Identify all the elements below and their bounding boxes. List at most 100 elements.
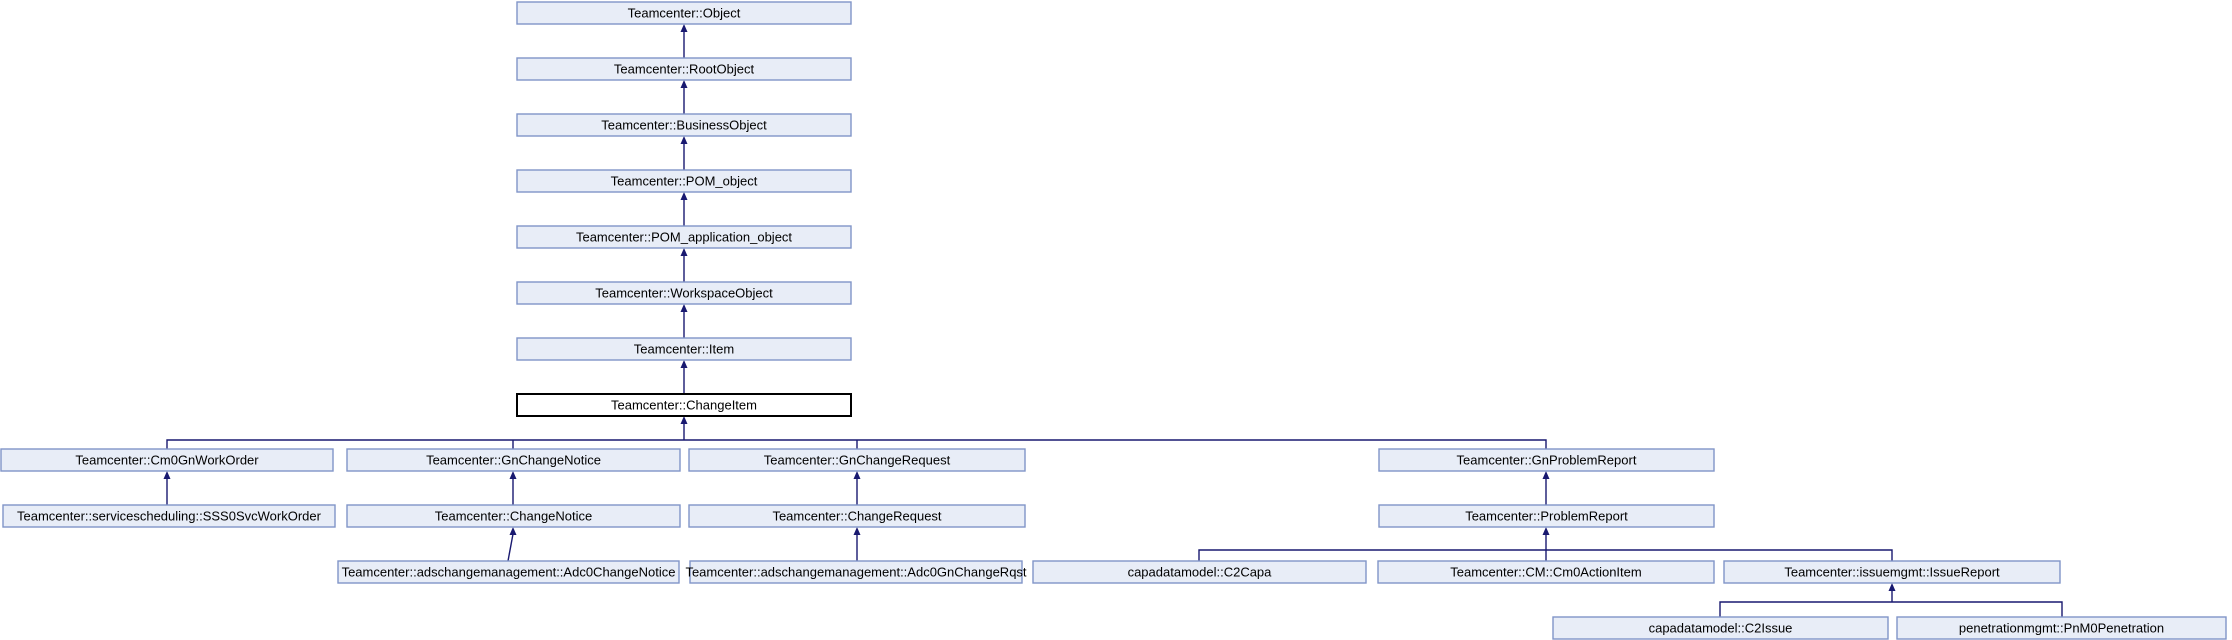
arrowhead-up-icon <box>509 527 517 535</box>
class-node-label: Teamcenter::issuemgmt::IssueReport <box>1784 565 2000 580</box>
class-node-teamcenter-changerequest[interactable]: Teamcenter::ChangeRequest <box>688 504 1026 528</box>
class-node-teamcenter-cm0gnworkorder[interactable]: Teamcenter::Cm0GnWorkOrder <box>0 448 334 472</box>
class-node-box[interactable] <box>346 448 681 472</box>
inheritance-edge <box>680 416 688 440</box>
arrowhead-up-icon <box>1888 583 1896 591</box>
class-node-teamcenter-adschangemanagement-adc0changenotice[interactable]: Teamcenter::adschangemanagement::Adc0Cha… <box>337 560 680 584</box>
class-node-label: Teamcenter::GnProblemReport <box>1457 453 1637 468</box>
class-node-label: Teamcenter::Item <box>634 342 734 357</box>
class-node-label: capadatamodel::C2Capa <box>1128 565 1273 580</box>
inheritance-edge <box>1542 527 1550 550</box>
class-node-box[interactable] <box>1378 448 1715 472</box>
class-node-label: Teamcenter::Cm0GnWorkOrder <box>75 453 259 468</box>
arrowhead-up-icon <box>680 360 688 368</box>
class-node-label: Teamcenter::GnChangeNotice <box>426 453 601 468</box>
class-node-label: Teamcenter::BusinessObject <box>601 118 767 133</box>
class-node-teamcenter-changenotice[interactable]: Teamcenter::ChangeNotice <box>346 504 681 528</box>
class-node-teamcenter-issuemgmt-issuereport[interactable]: Teamcenter::issuemgmt::IssueReport <box>1723 560 2061 584</box>
class-node-capadatamodel-c2capa[interactable]: capadatamodel::C2Capa <box>1032 560 1367 584</box>
class-node-box[interactable] <box>516 57 852 81</box>
class-node-teamcenter-workspaceobject[interactable]: Teamcenter::WorkspaceObject <box>516 281 852 305</box>
class-node-box[interactable] <box>1896 616 2227 640</box>
inheritance-edge <box>680 24 688 58</box>
arrowhead-up-icon <box>680 24 688 32</box>
inheritance-edge <box>680 248 688 282</box>
arrowhead-up-icon <box>1542 527 1550 535</box>
class-node-teamcenter-adschangemanagement-adc0gnchangerqst[interactable]: Teamcenter::adschangemanagement::Adc0GnC… <box>685 560 1027 584</box>
inheritance-edge <box>680 304 688 338</box>
class-node-teamcenter-pom-application-object[interactable]: Teamcenter::POM_application_object <box>516 225 852 249</box>
class-node-label: Teamcenter::ChangeRequest <box>772 509 941 524</box>
class-node-box[interactable] <box>689 560 1023 584</box>
class-node-box[interactable] <box>516 337 852 361</box>
class-node-label: Teamcenter::servicescheduling::SSS0SvcWo… <box>17 509 322 524</box>
class-node-box[interactable] <box>688 448 1026 472</box>
inheritance-edge <box>680 192 688 226</box>
class-node-teamcenter-gnproblemreport[interactable]: Teamcenter::GnProblemReport <box>1378 448 1715 472</box>
class-node-label: Teamcenter::POM_object <box>611 174 758 189</box>
inheritance-edge <box>680 136 688 170</box>
class-node-teamcenter-gnchangerequest[interactable]: Teamcenter::GnChangeRequest <box>688 448 1026 472</box>
class-node-teamcenter-cm-cm0actionitem[interactable]: Teamcenter::CM::Cm0ActionItem <box>1377 560 1715 584</box>
class-node-box[interactable] <box>1378 504 1715 528</box>
class-node-label: Teamcenter::ChangeNotice <box>435 509 593 524</box>
class-node-teamcenter-item[interactable]: Teamcenter::Item <box>516 337 852 361</box>
class-node-box[interactable] <box>516 1 852 25</box>
inheritance-edge-line <box>507 533 514 562</box>
class-node-teamcenter-problemreport[interactable]: Teamcenter::ProblemReport <box>1378 504 1715 528</box>
class-node-teamcenter-servicescheduling-sss0svcworkorder[interactable]: Teamcenter::servicescheduling::SSS0SvcWo… <box>2 504 336 528</box>
arrowhead-up-icon <box>680 416 688 424</box>
arrowhead-up-icon <box>680 80 688 88</box>
class-node-label: Teamcenter::GnChangeRequest <box>764 453 951 468</box>
arrowhead-up-icon <box>1542 471 1550 479</box>
inheritance-edge <box>163 471 171 505</box>
class-node-box <box>516 393 852 417</box>
class-node-box[interactable] <box>1723 560 2061 584</box>
inheritance-edge <box>680 360 688 394</box>
arrowhead-up-icon <box>509 471 517 479</box>
class-node-box[interactable] <box>1377 560 1715 584</box>
class-node-box[interactable] <box>688 504 1026 528</box>
inheritance-edge <box>1888 583 1896 602</box>
class-node-box[interactable] <box>337 560 680 584</box>
inheritance-edge <box>507 527 517 562</box>
class-node-box[interactable] <box>1552 616 1889 640</box>
class-node-box[interactable] <box>516 113 852 137</box>
arrowhead-up-icon <box>853 527 861 535</box>
arrowhead-up-icon <box>853 471 861 479</box>
arrowhead-up-icon <box>163 471 171 479</box>
class-node-box[interactable] <box>516 169 852 193</box>
class-node-label: Teamcenter::Object <box>628 6 741 21</box>
arrowhead-up-icon <box>680 248 688 256</box>
inheritance-edge <box>1542 471 1550 505</box>
inheritance-edge <box>853 471 861 505</box>
class-node-label: Teamcenter::WorkspaceObject <box>595 286 773 301</box>
class-node-label: Teamcenter::adschangemanagement::Adc0GnC… <box>685 565 1026 580</box>
inheritance-edge <box>853 527 861 561</box>
class-node-box[interactable] <box>0 448 334 472</box>
arrowhead-up-icon <box>680 136 688 144</box>
class-node-teamcenter-pom-object[interactable]: Teamcenter::POM_object <box>516 169 852 193</box>
class-node-label: penetrationmgmt::PnM0Penetration <box>1959 621 2164 636</box>
class-node-capadatamodel-c2issue[interactable]: capadatamodel::C2Issue <box>1552 616 1889 640</box>
arrowhead-up-icon <box>680 304 688 312</box>
class-node-label: Teamcenter::POM_application_object <box>576 230 792 245</box>
class-node-box[interactable] <box>346 504 681 528</box>
class-node-box[interactable] <box>1032 560 1367 584</box>
inheritance-edge-line <box>1719 601 2063 617</box>
inheritance-edge <box>680 80 688 114</box>
inheritance-edge <box>509 471 517 505</box>
class-node-teamcenter-object[interactable]: Teamcenter::Object <box>516 1 852 25</box>
class-node-teamcenter-rootobject[interactable]: Teamcenter::RootObject <box>516 57 852 81</box>
class-node-box[interactable] <box>516 281 852 305</box>
class-node-teamcenter-businessobject[interactable]: Teamcenter::BusinessObject <box>516 113 852 137</box>
class-node-label: capadatamodel::C2Issue <box>1649 621 1793 636</box>
class-node-box[interactable] <box>2 504 336 528</box>
class-node-teamcenter-gnchangenotice[interactable]: Teamcenter::GnChangeNotice <box>346 448 681 472</box>
class-node-teamcenter-changeitem: Teamcenter::ChangeItem <box>516 393 852 417</box>
class-node-box[interactable] <box>516 225 852 249</box>
class-node-label: Teamcenter::ProblemReport <box>1465 509 1628 524</box>
class-node-label: Teamcenter::CM::Cm0ActionItem <box>1450 565 1641 580</box>
class-node-penetrationmgmt-pnm0penetration[interactable]: penetrationmgmt::PnM0Penetration <box>1896 616 2227 640</box>
